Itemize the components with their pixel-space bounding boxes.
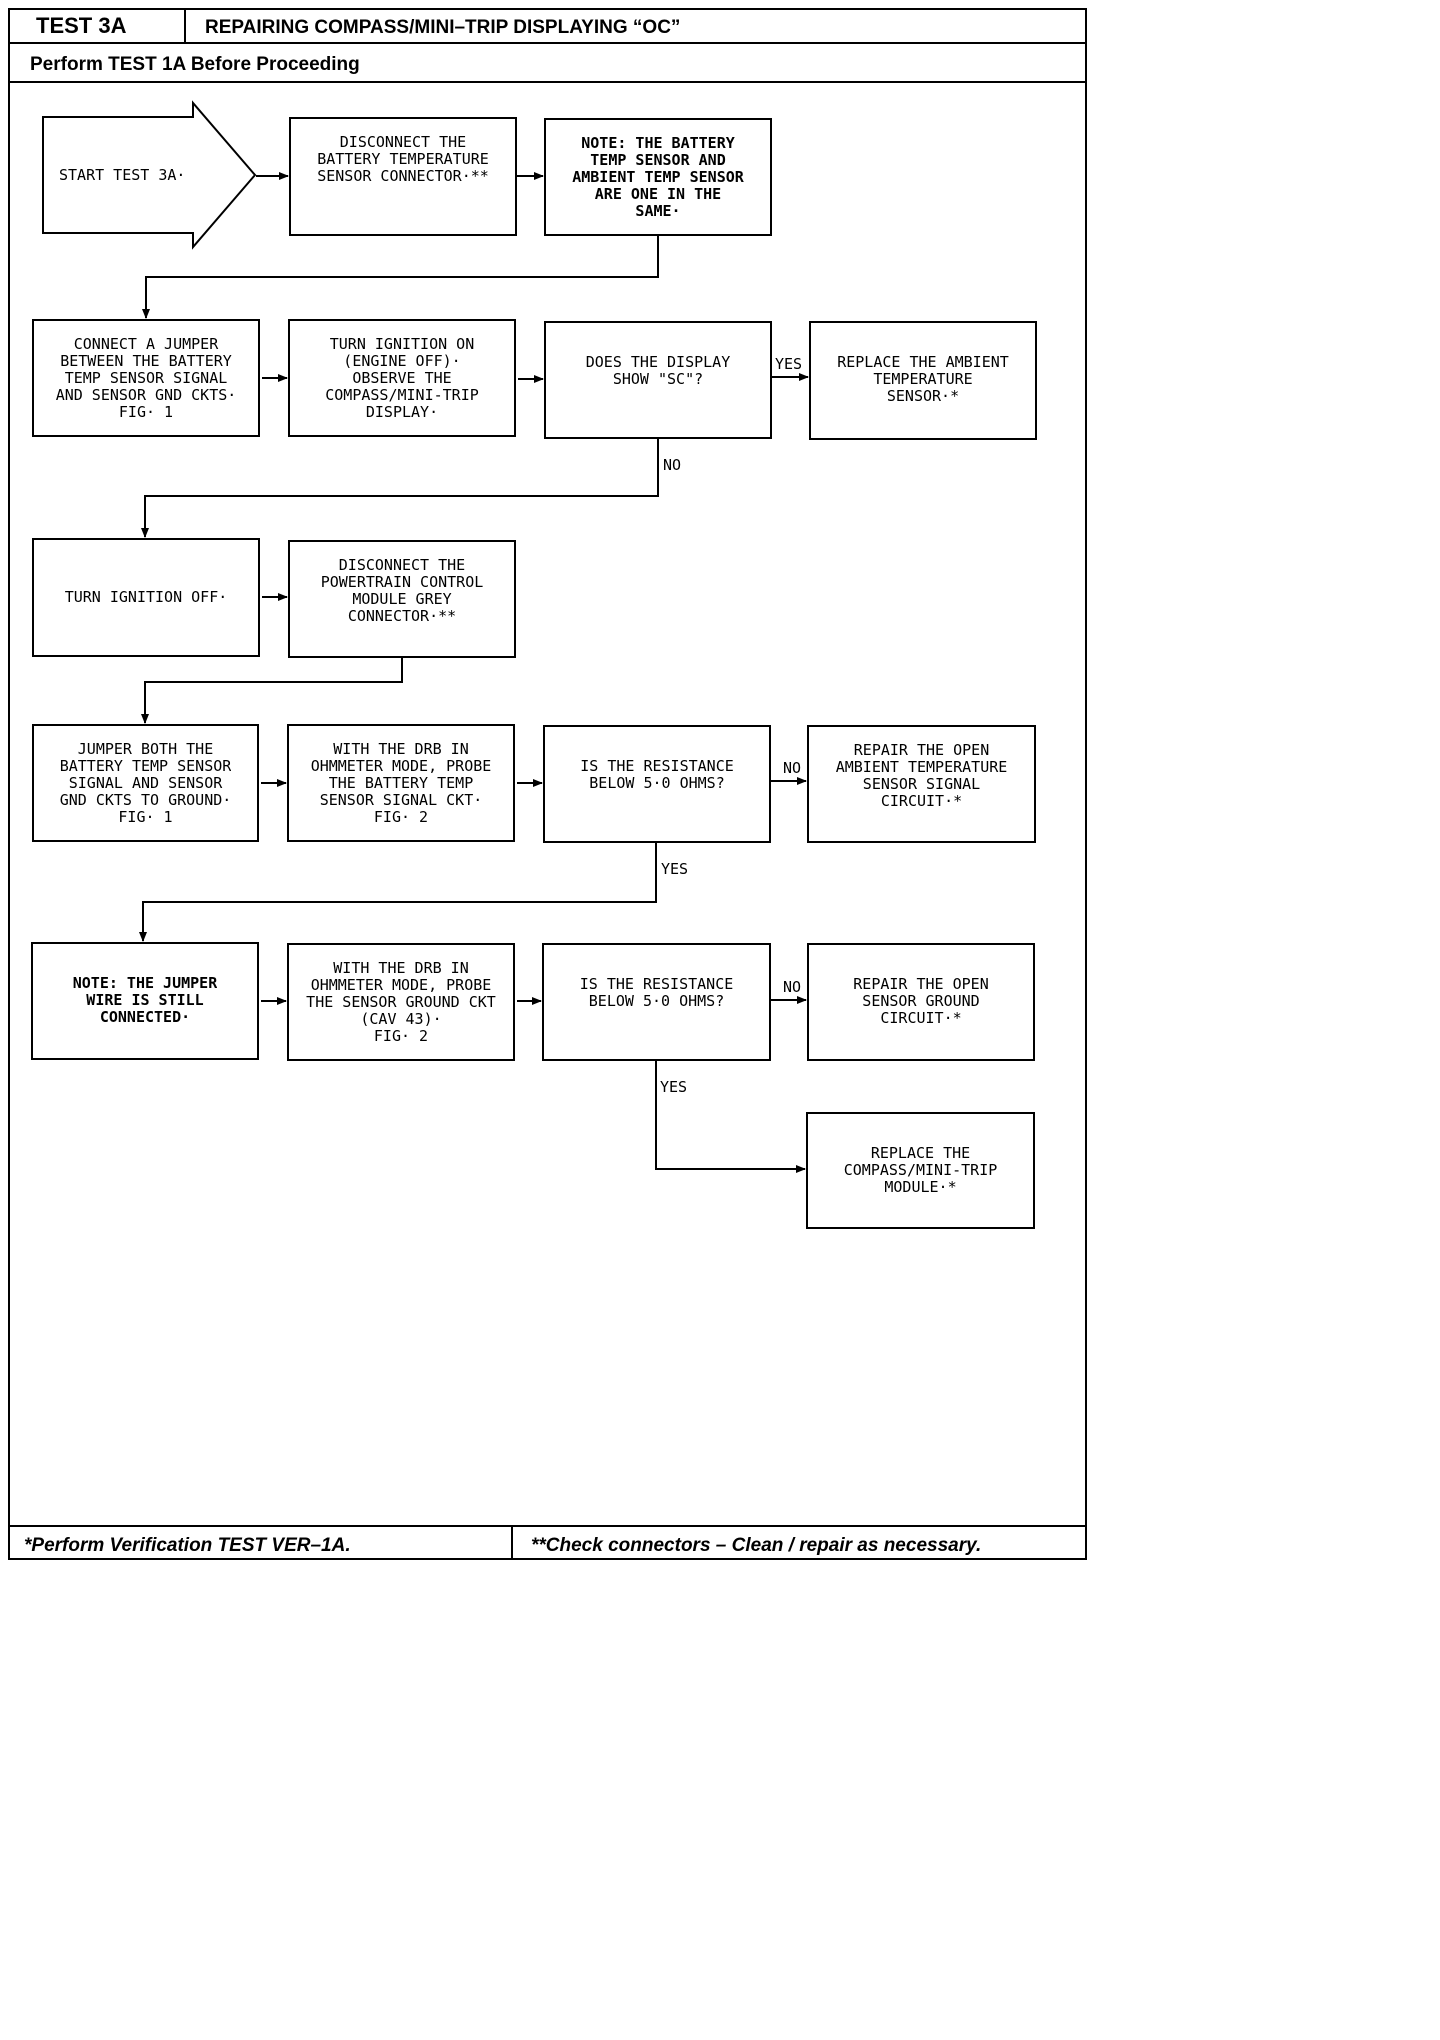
- box-probe-ground: [287, 943, 515, 1061]
- connector-resistance-1-yes: [139, 842, 657, 942]
- start-arrow-shape: [42, 100, 257, 250]
- outer-frame: [8, 8, 1087, 1560]
- box-replace-ambient: [809, 321, 1037, 440]
- box-turn-ign-on: [288, 319, 516, 437]
- text-repair-ground: REPAIR THE OPEN SENSOR GROUND CIRCUIT·*: [853, 976, 989, 1027]
- label-resistance-2-yes: YES: [660, 1078, 687, 1096]
- box-turn-ign-off: [32, 538, 260, 657]
- label-display-no: NO: [663, 456, 681, 474]
- text-replace-ambient: REPLACE THE AMBIENT TEMPERATURE SENSOR·*: [837, 354, 1009, 405]
- box-probe-signal: [287, 724, 515, 842]
- label-resistance-1-no: NO: [783, 759, 801, 777]
- text-display-sc: DOES THE DISPLAY SHOW "SC"?: [585, 354, 731, 388]
- text-note-jumper: NOTE: THE JUMPER WIRE IS STILL CONNECTED…: [72, 975, 218, 1026]
- text-turn-ign-off: TURN IGNITION OFF·: [64, 589, 228, 606]
- page-title: REPAIRING COMPASS/MINI–TRIP DISPLAYING “…: [205, 17, 680, 38]
- connector-pcm-to-jumper-both: [141, 657, 403, 724]
- text-turn-ign-on: TURN IGNITION ON (ENGINE OFF)· OBSERVE T…: [325, 336, 479, 421]
- box-repair-signal: [807, 725, 1036, 843]
- box-resistance-1: [543, 725, 771, 843]
- label-resistance-2-no: NO: [783, 978, 801, 996]
- text-jumper-both: JUMPER BOTH THE BATTERY TEMP SENSOR SIGN…: [59, 741, 232, 826]
- box-repair-ground: [807, 943, 1035, 1061]
- test-id: TEST 3A: [36, 13, 127, 38]
- connector-resistance-2-yes: [655, 1060, 806, 1173]
- box-replace-module: [806, 1112, 1035, 1229]
- connector-note-to-jumper: [142, 235, 659, 319]
- footer-connector-note: **Check connectors – Clean / repair as n…: [531, 1535, 981, 1556]
- box-disconnect-pcm: [288, 540, 516, 658]
- text-resistance-2: IS THE RESISTANCE BELOW 5·0 OHMS?: [579, 976, 734, 1010]
- text-repair-signal: REPAIR THE OPEN AMBIENT TEMPERATURE SENS…: [835, 742, 1008, 810]
- text-disconnect-bat-temp: DISCONNECT THE BATTERY TEMPERATURE SENSO…: [317, 134, 489, 185]
- text-replace-module: REPLACE THE COMPASS/MINI-TRIP MODULE·*: [843, 1145, 998, 1196]
- label-resistance-1-yes: YES: [661, 860, 688, 878]
- text-resistance-1: IS THE RESISTANCE BELOW 5·0 OHMS?: [580, 758, 734, 792]
- footer-verification-note: *Perform Verification TEST VER–1A.: [24, 1535, 351, 1556]
- text-probe-signal: WITH THE DRB IN OHMMETER MODE, PROBE THE…: [310, 741, 492, 826]
- text-probe-ground: WITH THE DRB IN OHMMETER MODE, PROBE THE…: [306, 960, 496, 1045]
- box-connect-jumper: [32, 319, 260, 437]
- box-note-jumper: [31, 942, 259, 1060]
- flowchart-sheet: TEST 3A REPAIRING COMPASS/MINI–TRIP DISP…: [8, 8, 1087, 1560]
- start-test-label: START TEST 3A·: [59, 166, 186, 184]
- box-jumper-both: [32, 724, 259, 842]
- label-display-yes: YES: [775, 355, 802, 373]
- text-note-same: NOTE: THE BATTERY TEMP SENSOR AND AMBIEN…: [572, 135, 744, 220]
- prerequisite-note: Perform TEST 1A Before Proceeding: [30, 54, 360, 75]
- text-disconnect-pcm: DISCONNECT THE POWERTRAIN CONTROL MODULE…: [320, 557, 484, 625]
- text-connect-jumper: CONNECT A JUMPER BETWEEN THE BATTERY TEM…: [55, 336, 237, 421]
- connector-display-no: [141, 438, 659, 538]
- box-resistance-2: [542, 943, 771, 1061]
